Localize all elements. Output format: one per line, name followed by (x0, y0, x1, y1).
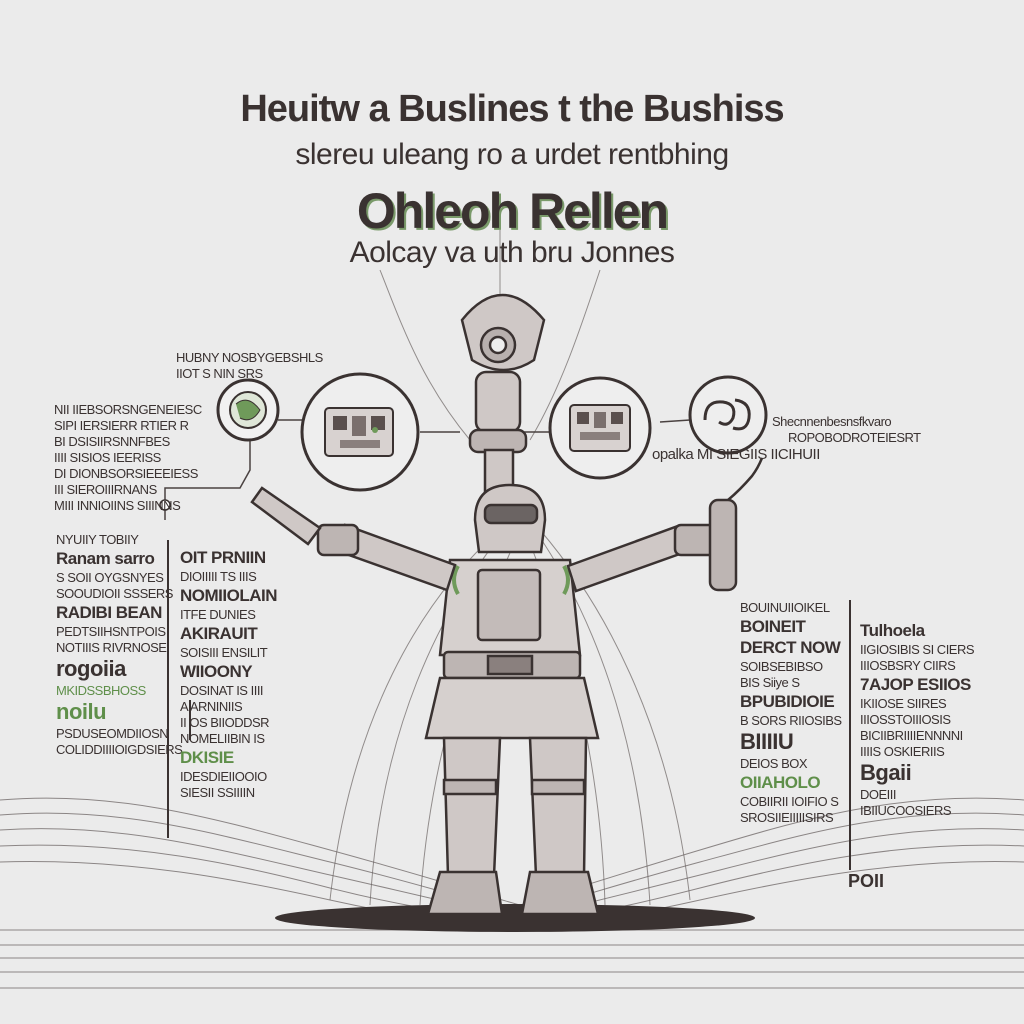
panel-row: SOISIII ENSILIT (180, 645, 268, 660)
panel-row: COLIDDIIIIOIGDSIERS (56, 742, 183, 757)
panel-row: IKIIOSE SIIRES (860, 696, 947, 711)
connection-lines (164, 419, 691, 520)
panel-row: 7AJOP ESIIOS (860, 675, 971, 694)
panel-row: SIESII SSIIIIN (180, 785, 255, 800)
bottom-label: POII (848, 871, 885, 891)
panel-row: BOINEIT (740, 617, 806, 636)
panel-row: NII IIEBSORSNGENEIESC (54, 402, 202, 417)
panel-row: IIGIOSIBIS SI CIERS (860, 642, 975, 657)
robot-figure (250, 293, 764, 916)
spiral-node-icon (688, 375, 768, 455)
main-heading: Ohleoh Rellen (356, 183, 669, 239)
panel-row: IBIIUCOOSIERS (860, 803, 952, 818)
panel-row: BPUBIDIOIE (740, 692, 835, 711)
globe-node-icon (216, 378, 280, 442)
panel-row: IIIOSBSRY CIIRS (860, 658, 956, 673)
top-label-line: IIOT S NIN SRS (176, 366, 263, 381)
panel-row: SIPI IERSIERR RTIER R (54, 418, 189, 433)
page-title: Heuitw a Buslines t the Bushiss (240, 88, 784, 130)
panel-row: DOEIII (860, 787, 897, 802)
panel-row: DIOIIIII TS IIIS (180, 569, 257, 584)
panel-row: BICIIBRIIIIENNNNI (860, 728, 963, 743)
panel-row: IIII SISIOS IEERISS (54, 450, 161, 465)
panel-row: AKIRAUIT (180, 624, 258, 643)
panel-row: ROPOBODROTEIESRT (788, 430, 921, 445)
top-label-line: HUBNY NOSBYGEBSHLS (176, 350, 323, 365)
right-top-panel: Shecnnenbesnsfkvaro ROPOBODROTEIESRT opa… (652, 412, 921, 465)
panel-row: PEDTSIIHSNTPOIS (56, 624, 166, 639)
panel-row: SOOUDIOII SSSERS (56, 586, 173, 601)
panel-row: IIIIS OSKIERIIS (860, 744, 945, 759)
panel-row: SROSIIEIIIIISIRS (740, 810, 834, 825)
robot-shadow (275, 904, 755, 932)
panel-row: DI DIONBSORSIEEEIESS (54, 466, 198, 481)
node-dot-icon (159, 499, 171, 511)
panel-row: SOIBSEBIBSO (740, 659, 823, 674)
panel-row: B SORS RIIOSIBS (740, 713, 842, 728)
panel-row: PSDUSEOMDIIOSN (56, 726, 169, 741)
panel-row: Tulhoela (860, 621, 925, 640)
panel-row: DERCT NOW (740, 638, 841, 657)
panel-row: opalka MI SIEGIIS IICIHUII (652, 446, 820, 463)
panel-row: WIIOONY (180, 662, 253, 681)
panel-row: MIII INNIOIINS SIIINNS (54, 498, 181, 513)
panel-row: S SOII OYGSNYES (56, 570, 164, 585)
panel-row: NYUIIY TOBIIY (56, 532, 139, 547)
panel-rules (167, 540, 851, 870)
panel-row: Ranam sarro (56, 549, 155, 568)
panel-row: OIIAHOLO (740, 773, 821, 792)
panel-row: II OS BIIODDSR (180, 715, 270, 730)
right-column-2: Tulhoela IIGIOSIBIS SI CIERS IIIOSBSRY C… (860, 618, 975, 820)
panel-row: BOUINUIIOIKEL (740, 600, 830, 615)
panel-row: RADIBI BEAN (56, 603, 162, 622)
panel-row: IIIOSSTOIIIOSIS (860, 712, 951, 727)
panel-row: BIIIIU (740, 729, 794, 754)
panel-row: DEIOS BOX (740, 756, 808, 771)
panel-row: IDESDIEIIOOIO (180, 769, 267, 784)
right-column-1: BOUINUIIOIKEL BOINEIT DERCT NOW SOIBSEBI… (740, 598, 844, 827)
panel-row: rogoiia (56, 656, 126, 681)
left-column-2: OIT PRNIIN DIOIIIII TS IIIS NOMIIOLAIN I… (180, 545, 278, 802)
panel-row: NOMIIOLAIN (180, 586, 278, 605)
devices-node-icon (548, 376, 652, 480)
panel-row: A ARNINIIS (180, 699, 243, 714)
terrain-lines (0, 797, 1024, 989)
panel-row: BI DSISIIRSNNFBES (54, 434, 170, 449)
panel-row: NOTIIIS RIVRNOSE (56, 640, 167, 655)
panel-row: Bgaii (860, 760, 912, 785)
panel-row: BIS Siiye S (740, 675, 800, 690)
panel-row: NOMELIIBIN IS (180, 731, 265, 746)
panel-row: Shecnnenbesnsfkvaro (772, 414, 892, 429)
panel-row: DKISIE (180, 748, 234, 767)
panel-row: COBIIRII IOIFIO S (740, 794, 839, 809)
panel-row: DOSINAT IS IIII (180, 683, 264, 698)
tagline: Aolcay va uth bru Jonnes (349, 236, 675, 269)
panel-row: noilu (56, 699, 107, 724)
panel-row: MKIDSSBHOSS (56, 683, 146, 698)
machine-node-icon (300, 372, 420, 492)
top-label-panel: HUBNY NOSBYGEBSHLS IIOT S NIN SRS (176, 348, 323, 383)
panel-row: ITFE DUNIES (180, 607, 256, 622)
page-subtitle: slereu uleang ro a urdet rentbhing (295, 138, 729, 171)
panel-row: OIT PRNIIN (180, 548, 266, 567)
left-top-panel: NII IIEBSORSNGENEIESC SIPI IERSIERR RTIE… (54, 400, 214, 515)
panel-row: III SIEROIIIRNANS (54, 482, 157, 497)
left-column-1: NYUIIY TOBIIY Ranam sarro S SOII OYGSNYE… (56, 530, 183, 759)
